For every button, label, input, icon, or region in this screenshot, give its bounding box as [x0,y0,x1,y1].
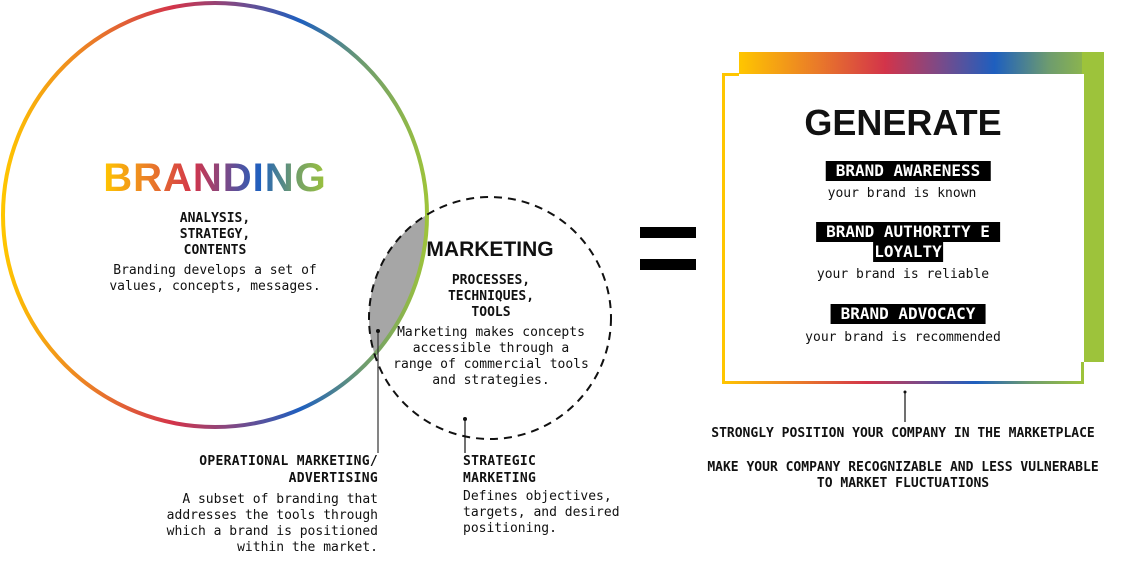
branding-subtitle: ANALYSIS,STRATEGY,CONTENTS [179,211,251,258]
operational-title: OPERATIONAL MARKETING/ADVERTISING [199,454,378,486]
generate-item-authority: BRAND AUTHORITY E LOYALTY [816,222,1000,262]
branding-circle [1,1,429,429]
advocacy-label: BRAND ADVOCACY [830,304,986,324]
marketing-subtitle: PROCESSES,TECHNIQUES,TOOLS [447,273,535,320]
equals-icon [640,227,696,238]
box-right-green-bar [1082,52,1104,362]
generate-item-awareness: BRAND AWARENESS [825,161,991,181]
box-top-gradient-bar [739,52,1104,74]
box-bottom-gradient-border [722,381,1084,384]
awareness-label: BRAND AWARENESS [825,161,991,181]
authority-caption: your brand is reliable [816,267,990,282]
authority-label-line1: BRAND AUTHORITY E [816,222,1000,242]
marketing-title: MARKETING [426,238,554,261]
marketing-circle [368,196,612,440]
outcome-position: STRONGLY POSITION YOUR COMPANY IN THE MA… [711,426,1095,441]
awareness-caption: your brand is known [827,186,977,201]
authority-label-line2: LOYALTY [873,242,943,262]
advocacy-caption: your brand is recommended [805,330,1001,345]
branding-title: BRANDING [103,156,327,200]
generate-item-advocacy: BRAND ADVOCACY [830,304,986,324]
outcome-recognizable: MAKE YOUR COMPANY RECOGNIZABLE AND LESS … [707,460,1099,491]
generate-title: GENERATE [804,102,1002,143]
